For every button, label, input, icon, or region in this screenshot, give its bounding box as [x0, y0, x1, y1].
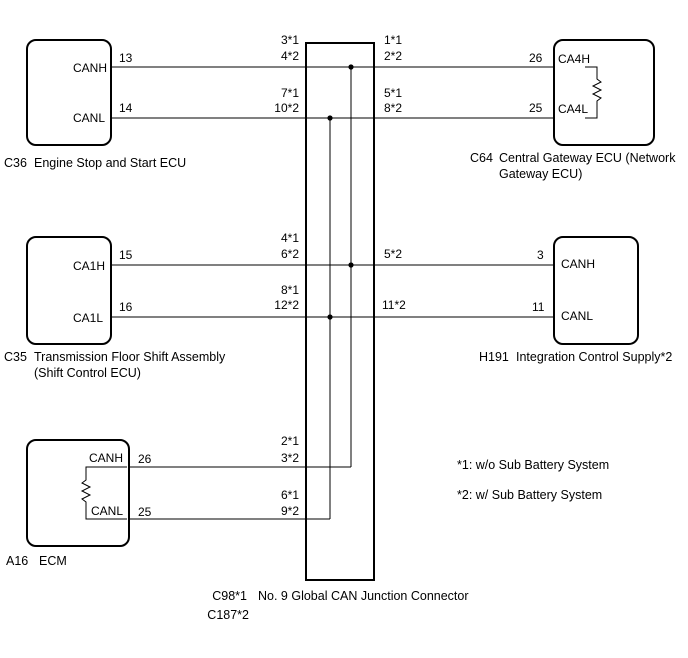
ecu-c36-pin-h: 13	[119, 51, 133, 65]
jc-left-pin: 9*2	[281, 504, 299, 518]
ecu-c64: CA4H CA4L 26 25 C64 Central Gateway ECU …	[470, 39, 676, 181]
ecu-a16-pin-l: 25	[138, 505, 152, 519]
ecu-c36-canl-label: CANL	[73, 111, 105, 125]
jc-right-pin: 5*2	[384, 247, 402, 261]
note-2: *2: w/ Sub Battery System	[457, 488, 602, 502]
jc-right-pin: 11*2	[382, 298, 406, 312]
ecu-c35-canl-label: CA1L	[73, 311, 103, 325]
junction-right-pins: 1*1 2*2 5*1 8*2 5*2 11*2	[382, 33, 406, 312]
ecu-c64-pin-h: 26	[529, 51, 543, 65]
ecu-c64-box	[553, 39, 655, 146]
ecu-a16: CANH CANL 26 25 A16 ECM	[6, 439, 152, 568]
jc-left-pin: 4*2	[281, 49, 299, 63]
ecu-c64-name-line1: Central Gateway ECU (Network	[499, 151, 676, 165]
ecu-c36-canh-label: CANH	[73, 61, 107, 75]
junction-name: No. 9 Global CAN Junction Connector	[258, 589, 469, 603]
ecu-c64-name-line2: Gateway ECU)	[499, 167, 582, 181]
jc-left-pin: 4*1	[281, 231, 299, 245]
jc-left-pin: 7*1	[281, 86, 299, 100]
ecu-a16-canh-label: CANH	[89, 451, 123, 465]
junction-left-pins: 3*1 4*2 7*1 10*2 4*1 6*2 8*1 12*2 2*1 3*…	[274, 33, 299, 518]
splice-dot	[348, 262, 354, 268]
jc-left-pin: 2*1	[281, 434, 299, 448]
ecu-a16-name: ECM	[39, 554, 67, 568]
ecu-h191-pin-h: 3	[537, 248, 544, 262]
note-1: *1: w/o Sub Battery System	[457, 458, 609, 472]
jc-right-pin: 8*2	[384, 101, 402, 115]
jc-right-pin: 2*2	[384, 49, 402, 63]
ecu-a16-terminating-resistor	[80, 466, 127, 520]
ecu-a16-canl-label: CANL	[91, 504, 123, 518]
ecu-c35-code: C35	[4, 350, 27, 364]
jc-left-pin: 6*1	[281, 488, 299, 502]
ecu-c35: CA1H CA1L 15 16 C35 Transmission Floor S…	[4, 236, 226, 380]
ecu-c64-canl-label: CA4L	[558, 102, 588, 116]
jc-left-pin: 12*2	[274, 298, 299, 312]
notes: *1: w/o Sub Battery System *2: w/ Sub Ba…	[457, 458, 609, 502]
ecu-c35-pin-l: 16	[119, 300, 133, 314]
ecu-h191-pin-l: 11	[532, 300, 545, 314]
ecu-h191-code: H191	[479, 350, 509, 364]
ecu-c64-code: C64	[470, 151, 493, 165]
ecu-c35-name-line2: (Shift Control ECU)	[34, 366, 141, 380]
wires	[111, 66, 554, 520]
ecu-c35-canh-label: CA1H	[73, 259, 105, 273]
ecu-c36-code: C36	[4, 156, 27, 170]
ecu-h191: CANH CANL 3 11 H191 Integration Control …	[479, 236, 672, 364]
ecu-c36-name: Engine Stop and Start ECU	[34, 156, 186, 170]
ecu-c35-pin-h: 15	[119, 248, 133, 262]
ecu-c36-pin-l: 14	[119, 101, 133, 115]
splice-dots	[327, 64, 354, 320]
ecu-c35-name-line1: Transmission Floor Shift Assembly	[34, 350, 226, 364]
jc-left-pin: 3*1	[281, 33, 299, 47]
splice-dot	[327, 314, 333, 320]
ecu-a16-code: A16	[6, 554, 28, 568]
junction-code-1: C98*1	[212, 589, 247, 603]
ecu-h191-box	[553, 236, 639, 345]
ecu-c35-box	[26, 236, 112, 345]
ecu-c64-pin-l: 25	[529, 101, 543, 115]
jc-right-pin: 5*1	[384, 86, 402, 100]
ecu-c64-canh-label: CA4H	[558, 52, 590, 66]
ecu-c64-terminating-resistor	[585, 66, 603, 119]
jc-right-pin: 1*1	[384, 33, 402, 47]
ecu-h191-canl-label: CANL	[561, 309, 593, 323]
junction-connector-box	[305, 42, 375, 581]
jc-left-pin: 6*2	[281, 247, 299, 261]
junction-caption: C98*1 C187*2 No. 9 Global CAN Junction C…	[207, 589, 468, 622]
junction-code-2: C187*2	[207, 608, 249, 622]
jc-left-pin: 8*1	[281, 283, 299, 297]
splice-dot	[348, 64, 354, 70]
ecu-h191-name: Integration Control Supply*2	[516, 350, 672, 364]
ecu-a16-pin-h: 26	[138, 452, 152, 466]
jc-left-pin: 10*2	[274, 101, 299, 115]
ecu-c36-box	[26, 39, 112, 146]
splice-dot	[327, 115, 333, 121]
ecu-c36: CANH CANL 13 14 C36 Engine Stop and Star…	[4, 39, 186, 170]
ecu-h191-canh-label: CANH	[561, 257, 595, 271]
jc-left-pin: 3*2	[281, 451, 299, 465]
